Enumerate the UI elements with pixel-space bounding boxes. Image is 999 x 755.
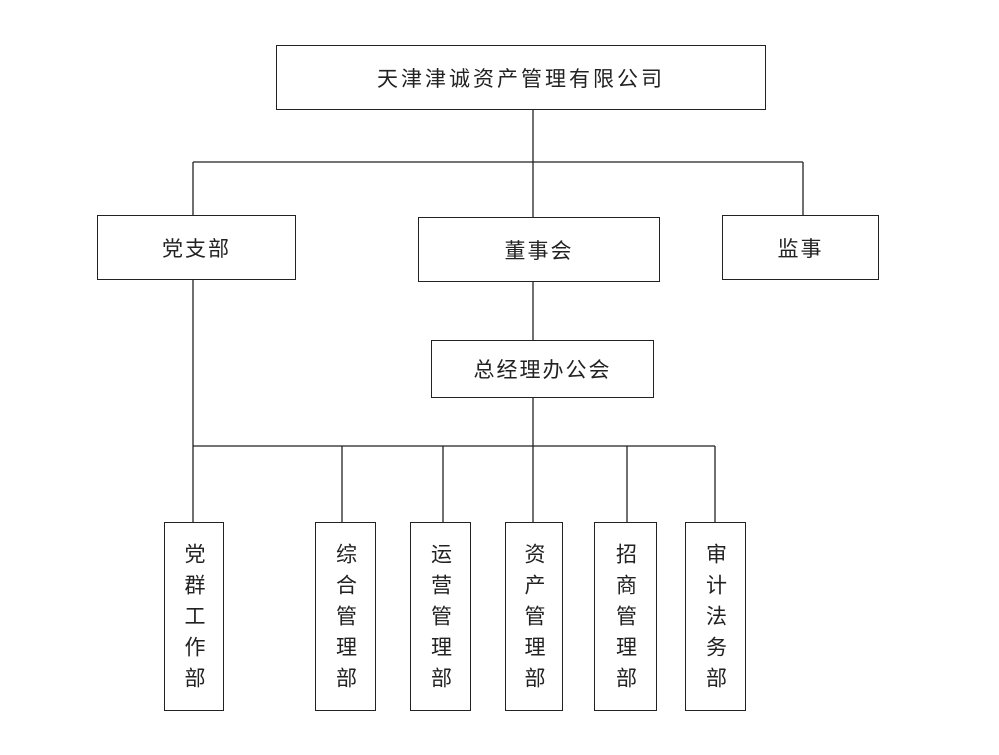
- gm-office-box: 总经理办公会: [431, 340, 654, 398]
- company-box: 天津津诚资产管理有限公司: [276, 45, 766, 110]
- company-name: 天津津诚资产管理有限公司: [377, 66, 665, 91]
- dept-label: 招商管理部: [613, 543, 638, 698]
- dept-box-investment-management: 招商管理部: [594, 522, 657, 711]
- gm-office-label: 总经理办公会: [473, 358, 612, 382]
- dept-box-audit-legal: 审计法务部: [685, 522, 746, 711]
- board-box: 董事会: [418, 217, 660, 282]
- party-branch-box: 党支部: [97, 215, 296, 280]
- dept-label: 审计法务部: [703, 543, 728, 698]
- dept-label: 资产管理部: [522, 543, 546, 698]
- dept-box-operations-management: 运营管理部: [410, 522, 471, 711]
- dept-label: 运营管理部: [428, 543, 453, 698]
- supervisor-label: 监事: [777, 236, 824, 261]
- supervisor-box: 监事: [722, 215, 879, 280]
- dept-label: 党群工作部: [182, 543, 206, 698]
- dept-box-asset-management: 资产管理部: [505, 522, 563, 711]
- dept-box-party-affairs: 党群工作部: [164, 522, 224, 711]
- dept-label: 综合管理部: [333, 543, 358, 698]
- board-label: 董事会: [504, 238, 574, 263]
- dept-box-general-management: 综合管理部: [315, 522, 376, 711]
- party-branch-label: 党支部: [162, 236, 231, 261]
